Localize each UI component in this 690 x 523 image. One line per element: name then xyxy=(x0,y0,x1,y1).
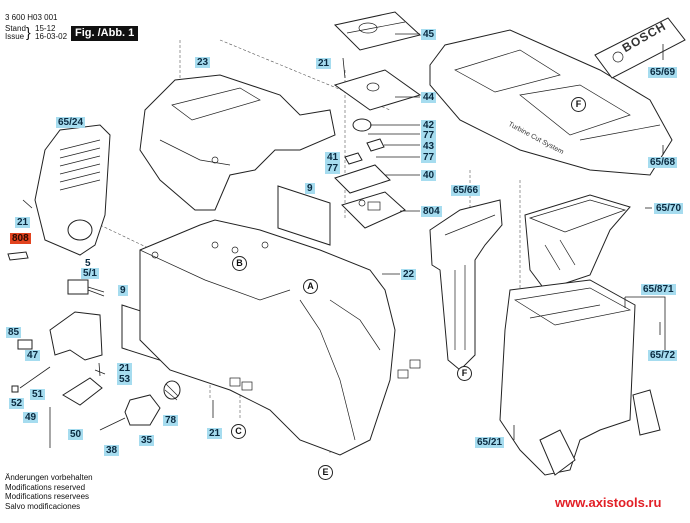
label-part-44: 44 xyxy=(421,92,437,103)
part-42-cap xyxy=(352,118,372,132)
bracket: } xyxy=(26,24,31,40)
label-part-45: 45 xyxy=(421,29,437,40)
label-part-21: 21 xyxy=(207,428,223,439)
part-85-clip xyxy=(17,339,33,350)
part-804-pcb xyxy=(341,191,406,229)
label-part-78: 78 xyxy=(163,415,179,426)
label-part-21: 21 xyxy=(316,58,332,69)
part-22-lower-housing xyxy=(139,219,421,456)
part-5-1-plug xyxy=(67,279,105,297)
label-part-21: 21 xyxy=(117,363,133,374)
label-part-53: 53 xyxy=(117,374,133,385)
part-53-pin xyxy=(94,369,106,375)
label-part-5-1: 5/1 xyxy=(81,268,99,279)
label-part-40: 40 xyxy=(421,170,437,181)
reference-marker-f: F xyxy=(571,97,586,112)
issue-value: 16-03-02 xyxy=(35,32,68,41)
part-45-plate xyxy=(333,11,422,51)
label-part-9: 9 xyxy=(305,183,315,194)
label-part-51: 51 xyxy=(30,389,46,400)
part-65-69-bosch-badge xyxy=(594,17,686,79)
label-part-49: 49 xyxy=(23,412,39,423)
part-9-label-upper xyxy=(277,185,331,246)
part-808-sticker xyxy=(7,251,29,261)
label-part-77: 77 xyxy=(325,163,341,174)
note-line: Salvo modificaciones xyxy=(5,501,81,511)
part-65-70-funnel xyxy=(524,194,631,291)
part-50-bracket xyxy=(62,377,103,406)
part-78-spring xyxy=(163,380,181,401)
part-35-knob xyxy=(124,394,161,426)
reference-marker-e: E xyxy=(318,465,333,480)
label-part-77: 77 xyxy=(421,152,437,163)
modification-notes: Änderungen vorbehalten Modifications res… xyxy=(5,473,93,511)
label-part-52: 52 xyxy=(9,398,25,409)
part-43-button xyxy=(366,138,385,152)
part-65-66-pusher xyxy=(429,199,503,371)
bosch-logo-icon xyxy=(612,51,624,63)
note-line: Modifications reserved xyxy=(5,482,86,492)
figure-label: Fig. /Abb. 1 xyxy=(71,26,139,41)
label-part-804: 804 xyxy=(421,206,442,217)
note-line: Modifications reservees xyxy=(5,492,90,501)
reference-marker-c: C xyxy=(231,424,246,439)
label-part-38: 38 xyxy=(104,445,120,456)
label-part-65-871: 65/871 xyxy=(641,284,676,295)
part-41-button xyxy=(344,152,363,165)
label-part-65-66: 65/66 xyxy=(451,185,481,196)
stand-value: 15-12 xyxy=(35,24,56,33)
label-part-65-72: 65/72 xyxy=(648,350,678,361)
screw-21-left xyxy=(22,199,33,209)
label-part-21: 21 xyxy=(15,217,31,228)
reference-marker-a: A xyxy=(303,279,318,294)
label-part-35: 35 xyxy=(139,435,155,446)
issue-label: Issue xyxy=(5,32,25,41)
part-65-24-side-cover xyxy=(34,124,111,256)
part-65-871-container xyxy=(499,279,661,476)
label-part-23: 23 xyxy=(195,57,211,68)
label-part-5: 5 xyxy=(85,258,91,269)
label-part-41: 41 xyxy=(325,152,341,163)
label-part-65-24: 65/24 xyxy=(56,117,86,128)
screw-21 xyxy=(342,57,346,79)
label-part-85: 85 xyxy=(6,327,22,338)
part-52-spring xyxy=(11,385,19,393)
label-part-9: 9 xyxy=(118,285,128,296)
label-part-808: 808 xyxy=(10,233,31,244)
label-part-22: 22 xyxy=(401,269,417,280)
part-40-switch-carrier xyxy=(334,164,391,194)
label-part-47: 47 xyxy=(25,350,41,361)
part-44-plate xyxy=(333,69,422,111)
label-part-42: 42 xyxy=(421,120,437,131)
screw-21-mid xyxy=(98,362,101,377)
label-part-65-70: 65/70 xyxy=(654,203,684,214)
part-51-rod xyxy=(19,366,51,389)
note-line: Änderungen vorbehalten xyxy=(5,473,93,482)
reference-marker-b: B xyxy=(232,256,247,271)
part-47-housing xyxy=(49,311,103,361)
reference-marker-f: F xyxy=(457,366,472,381)
label-part-65-68: 65/68 xyxy=(648,157,678,168)
label-part-50: 50 xyxy=(68,429,84,440)
label-part-77: 77 xyxy=(421,130,437,141)
label-part-65-21: 65/21 xyxy=(475,437,505,448)
doc-number: 3 600 H03 001 xyxy=(5,13,58,22)
assembly-line xyxy=(219,39,391,111)
label-part-65-69: 65/69 xyxy=(648,67,678,78)
label-part-43: 43 xyxy=(421,141,437,152)
stand-label: Stand xyxy=(5,24,26,33)
website-watermark: www.axistools.ru xyxy=(555,495,662,510)
part-38-screw xyxy=(99,417,126,431)
part-23-upper-housing xyxy=(139,74,336,211)
